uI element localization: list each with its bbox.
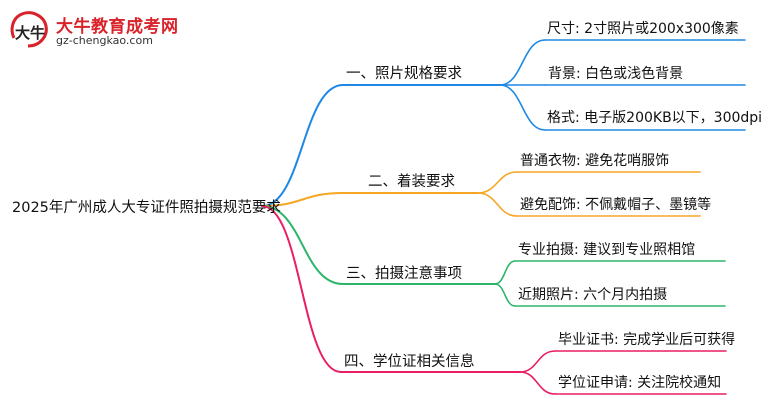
leaf-format: 格式: 电子版200KB以下，300dpi xyxy=(547,110,762,126)
leaf-background: 背景: 白色或浅色背景 xyxy=(548,66,684,82)
leaf-clothing: 普通衣物: 避免花哨服饰 xyxy=(520,153,670,169)
branch-label-attire: 二、着装要求 xyxy=(368,174,455,190)
connector-branch-3-leaf-2 xyxy=(494,283,516,307)
leaf-diploma: 毕业证书: 完成学业后可获得 xyxy=(558,332,736,348)
leaf-size: 尺寸: 2寸照片或200x300像素 xyxy=(547,21,739,37)
leaf-accessories: 避免配饰: 不佩戴帽子、墨镜等 xyxy=(520,197,712,213)
connector-branch-4-leaf-2 xyxy=(519,371,556,395)
connector-branch-1-leaf-1 xyxy=(499,39,546,86)
connector-branch-2-leaf-1 xyxy=(477,171,518,194)
branch-label-specs: 一、照片规格要求 xyxy=(346,66,462,82)
site-logo[interactable]: 大牛 大牛教育成考网 gz-chengkao.com xyxy=(6,8,196,52)
connector-root-branch-2 xyxy=(261,192,344,207)
leaf-degree-application: 学位证申请: 关注院校通知 xyxy=(558,375,722,391)
logo-title: 大牛教育成考网 xyxy=(56,17,179,37)
connector-branch-3-leaf-1 xyxy=(494,260,516,285)
branch-label-degree: 四、学位证相关信息 xyxy=(344,354,475,370)
connector-branch-2-leaf-2 xyxy=(477,192,518,217)
branch-label-shooting: 三、拍摄注意事项 xyxy=(346,266,462,282)
connector-root-branch-3 xyxy=(261,205,344,285)
connector-root-branch-4 xyxy=(261,205,342,373)
logo-mark-icon: 大牛 xyxy=(10,11,48,48)
connector-branch-1-leaf-3 xyxy=(499,84,546,131)
leaf-recent: 近期照片: 六个月内拍摄 xyxy=(518,287,668,303)
root-node: 2025年广州成人大专证件照拍摄规范要求 xyxy=(12,200,281,216)
connector-root-branch-1 xyxy=(261,84,344,207)
leaf-professional: 专业拍摄: 建议到专业照相馆 xyxy=(518,242,696,258)
logo-url: gz-chengkao.com xyxy=(56,34,153,47)
logo-mark-text: 大牛 xyxy=(15,24,45,42)
connector-branch-4-leaf-1 xyxy=(519,350,556,373)
